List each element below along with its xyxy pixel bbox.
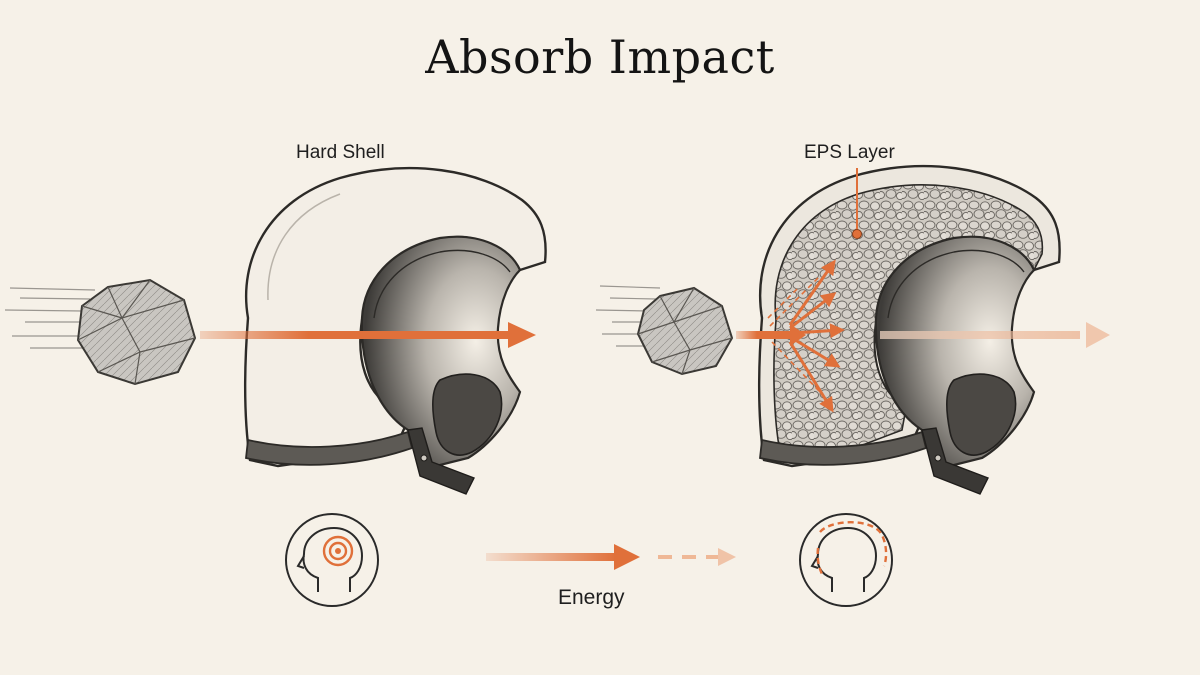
head-protected-icon — [799, 513, 893, 607]
helmet-icon-eps — [758, 164, 1061, 495]
rock-icon-right — [636, 286, 734, 376]
impact-arrow-left — [200, 322, 536, 348]
left-speed-lines — [4, 287, 96, 349]
energy-label: Energy — [558, 586, 625, 609]
helmet-icon — [244, 166, 547, 495]
hard-shell-label: Hard Shell — [296, 142, 385, 163]
eps-layer-label: EPS Layer — [804, 142, 895, 163]
reduced-energy-arrow — [880, 322, 1110, 348]
energy-dispersion-arrows — [788, 259, 845, 413]
rock-icon — [76, 278, 197, 386]
page-title: Absorb Impact — [425, 30, 775, 84]
eps-leader-line — [852, 168, 862, 239]
energy-dispersion-dashed — [767, 275, 821, 393]
head-impact-icon — [285, 513, 379, 607]
energy-arrow-icon — [486, 544, 736, 570]
